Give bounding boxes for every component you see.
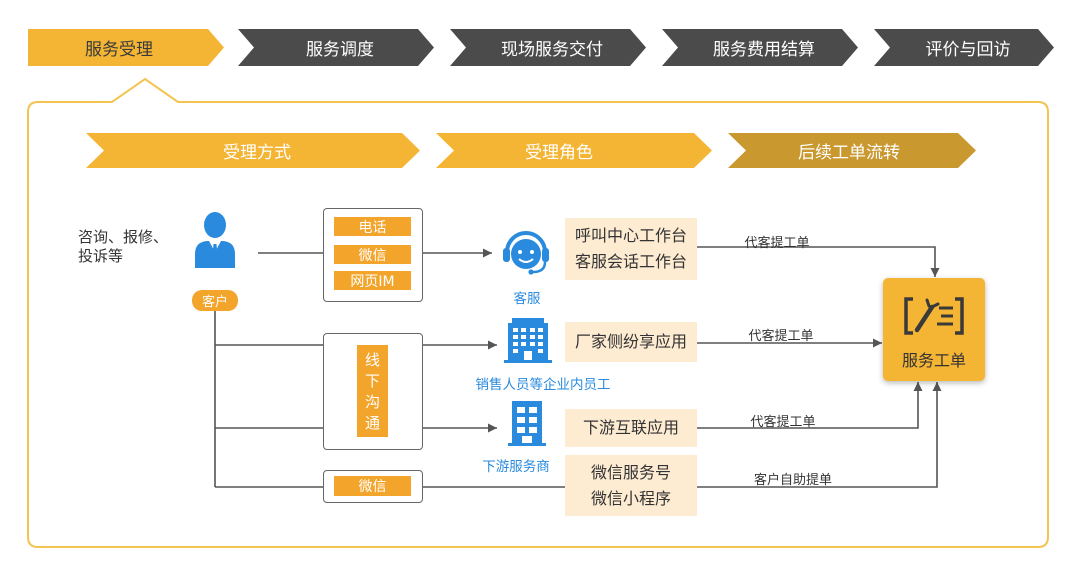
headset-icon — [499, 224, 553, 278]
role-provider-label: 下游服务商 — [482, 459, 550, 475]
app-agent-workbench: 呼叫中心工作台 客服会话工作台 — [565, 218, 697, 280]
step-label: 服务调度 — [306, 40, 374, 60]
channel-phone: 电话 — [334, 217, 411, 236]
channel-wechat-self-service: 微信 — [334, 476, 411, 496]
step-label: 现场服务交付 — [501, 40, 603, 60]
step-label: 服务费用结算 — [713, 40, 815, 60]
app-manufacturer: 厂家侧纷享应用 — [565, 322, 697, 362]
app-line: 微信小程序 — [590, 488, 671, 508]
header-intake-role: 受理角色 — [436, 133, 712, 168]
step-service-dispatch: 服务调度 — [238, 29, 434, 66]
flow-arrow-row3 — [697, 382, 923, 429]
app-line: 客服会话工作台 — [574, 252, 687, 271]
role-internal-staff-label: 销售人员等企业内员工 — [475, 377, 611, 393]
flow-label-row1: 代客提工单 — [744, 236, 810, 251]
flow-label-row4: 客户自助提单 — [753, 473, 832, 488]
step-review-followup: 评价与回访 — [874, 29, 1054, 66]
step-onsite-delivery: 现场服务交付 — [450, 29, 646, 66]
customer-request-types-line2: 投诉等 — [78, 247, 124, 265]
channel-wechat: 微信 — [334, 245, 411, 264]
person-icon — [193, 212, 237, 268]
building-icon — [508, 399, 546, 447]
flow-label-row3: 代客提工单 — [750, 415, 816, 430]
customer-badge: 客户 — [192, 290, 238, 311]
header-label: 受理方式 — [223, 143, 291, 163]
role-agent-label: 客服 — [513, 291, 541, 307]
app-downstream: 下游互联应用 — [565, 409, 697, 447]
channel-web-im: 网页IM — [334, 271, 411, 290]
customer-request-types-line1: 咨询、报修、 — [78, 228, 169, 246]
channel-offline-label: 线下沟通 — [363, 352, 381, 436]
step-fee-settlement: 服务费用结算 — [662, 29, 858, 66]
app-line: 厂家侧纷享应用 — [574, 332, 687, 351]
step-label: 服务受理 — [85, 40, 153, 60]
flow-arrow-row4 — [697, 382, 942, 488]
step-label: 评价与回访 — [925, 40, 1011, 60]
office-building-icon — [504, 317, 552, 363]
work-order-box: 服务工单 — [883, 278, 985, 381]
flow-label-row2: 代客提工单 — [748, 329, 814, 344]
app-line: 呼叫中心工作台 — [574, 226, 687, 245]
wechat-channel-box: 微信 — [323, 470, 423, 503]
work-order-label: 服务工单 — [901, 351, 966, 370]
offline-channel-box: 线下沟通 — [323, 333, 423, 450]
header-label: 后续工单流转 — [798, 143, 900, 163]
header-intake-method: 受理方式 — [86, 133, 420, 168]
channel-offline: 线下沟通 — [357, 345, 388, 437]
toolkit-icon — [903, 296, 965, 336]
app-line: 微信服务号 — [590, 462, 671, 482]
online-channels-box: 电话 微信 网页IM — [323, 208, 423, 302]
callout-frame — [27, 77, 1049, 548]
app-line: 下游互联应用 — [582, 418, 679, 437]
step-service-intake: 服务受理 — [28, 29, 224, 66]
flow-arrow-row1 — [697, 246, 940, 277]
header-ticket-flow: 后续工单流转 — [728, 133, 976, 168]
app-wechat: 微信服务号 微信小程序 — [565, 455, 697, 516]
header-label: 受理角色 — [525, 143, 593, 163]
